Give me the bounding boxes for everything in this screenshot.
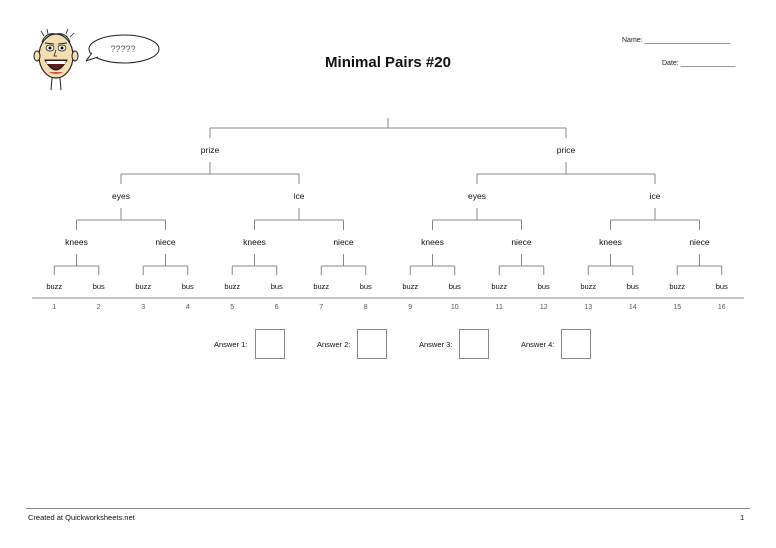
tree-leaf: buzz — [224, 282, 240, 291]
tree-leaf: buzz — [313, 282, 329, 291]
leaf-number: 12 — [540, 304, 548, 311]
tree-node-level2: ice — [294, 191, 305, 201]
page-title: Minimal Pairs #20 — [325, 54, 451, 71]
tree-node-level2: eyes — [468, 191, 486, 201]
answer-4-box[interactable] — [561, 329, 591, 359]
leaf-number: 8 — [364, 304, 368, 311]
leaf-number: 7 — [319, 304, 323, 311]
answer-2-label: Answer 2: — [317, 340, 351, 349]
cartoon-face-icon — [33, 28, 79, 91]
tree-node-level2: eyes — [112, 191, 130, 201]
tree-leaf: bus — [360, 282, 372, 291]
answer-3-label: Answer 3: — [419, 340, 453, 349]
tree-leaf: bus — [538, 282, 550, 291]
answer-1-box[interactable] — [255, 329, 285, 359]
answer-3-box[interactable] — [459, 329, 489, 359]
tree-node-level2: ice — [650, 191, 661, 201]
answer-4-label: Answer 4: — [521, 340, 555, 349]
tree-node-level3: niece — [155, 237, 176, 247]
tree-leaf: buzz — [402, 282, 418, 291]
tree-leaf: bus — [182, 282, 194, 291]
tree-leaf: bus — [627, 282, 639, 291]
tree-leaf: bus — [449, 282, 461, 291]
leaf-number: 11 — [496, 304, 503, 311]
tree-leaf: buzz — [135, 282, 151, 291]
leaf-number: 3 — [141, 304, 145, 311]
tree-leaf: bus — [271, 282, 283, 291]
tree-leaf: buzz — [46, 282, 62, 291]
name-field[interactable]: Name: ______________________ — [622, 37, 731, 44]
tree-leaf: buzz — [580, 282, 596, 291]
tree-node-level3: niece — [689, 237, 710, 247]
speech-bubble — [86, 34, 160, 64]
leaf-number: 4 — [186, 304, 190, 311]
leaf-number: 10 — [451, 304, 459, 311]
speech-bubble-text: ????? — [110, 44, 136, 54]
answer-2-box[interactable] — [357, 329, 387, 359]
leaf-number: 15 — [673, 304, 681, 311]
tree-node-level3: knees — [421, 237, 444, 247]
leaf-number: 16 — [718, 304, 726, 311]
leaf-number: 2 — [97, 304, 101, 311]
tree-leaf: buzz — [669, 282, 685, 291]
date-field[interactable]: Date: ______________ — [662, 60, 736, 67]
leaf-number: 1 — [52, 304, 56, 311]
tree-leaf: bus — [716, 282, 728, 291]
page-number: 1 — [740, 513, 745, 522]
tree-node-level1: prize — [201, 145, 220, 155]
leaf-number: 13 — [584, 304, 592, 311]
answer-1-label: Answer 1: — [214, 340, 248, 349]
tree-node-level3: knees — [243, 237, 266, 247]
footer-credit: Created at Quickworksheets.net — [28, 513, 135, 522]
tree-node-level1: price — [557, 145, 576, 155]
tree-leaf: buzz — [491, 282, 507, 291]
tree-node-level3: knees — [599, 237, 622, 247]
leaf-number: 9 — [408, 304, 412, 311]
leaf-number: 6 — [275, 304, 279, 311]
leaf-number: 14 — [629, 304, 637, 311]
tree-node-level3: knees — [65, 237, 88, 247]
tree-node-level3: niece — [333, 237, 354, 247]
leaf-number: 5 — [230, 304, 234, 311]
tree-leaf: bus — [93, 282, 105, 291]
footer-divider — [26, 508, 750, 509]
tree-node-level3: niece — [511, 237, 532, 247]
